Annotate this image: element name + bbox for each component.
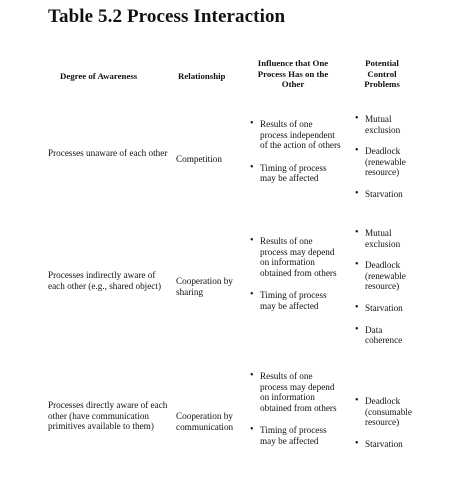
row-1-influence-list: Results of one process independent of th…: [250, 119, 342, 196]
list-item: Starvation: [355, 303, 417, 314]
header-influence: Influence that One Process Has on the Ot…: [257, 58, 329, 90]
header-degree-of-awareness: Degree of Awareness: [60, 71, 138, 81]
row-3-influence-list: Results of one process may depend on inf…: [250, 371, 342, 459]
list-item: Mutual exclusion: [355, 228, 417, 249]
list-item: Timing of process may be affected: [250, 425, 342, 446]
list-item: Timing of process may be affected: [250, 163, 342, 184]
list-item: Deadlock (consumable resource): [355, 396, 417, 428]
list-item: Starvation: [355, 439, 417, 450]
row-3-relationship: Cooperation by communication: [176, 411, 234, 432]
list-item: Timing of process may be affected: [250, 290, 342, 311]
row-1-problems-list: Mutual exclusion Deadlock (renewable res…: [355, 114, 417, 211]
row-3-problems-list: Deadlock (consumable resource) Starvatio…: [355, 396, 417, 460]
list-item: Starvation: [355, 189, 417, 200]
row-2-awareness: Processes indirectly aware of each other…: [48, 270, 161, 291]
list-item: Results of one process may depend on inf…: [250, 371, 342, 413]
list-item: Results of one process independent of th…: [250, 119, 342, 151]
row-2-influence-list: Results of one process may depend on inf…: [250, 236, 342, 324]
list-item: Mutual exclusion: [355, 114, 417, 135]
table-title: Table 5.2 Process Interaction: [48, 6, 286, 27]
header-relationship: Relationship: [178, 71, 226, 81]
row-2-relationship: Cooperation by sharing: [176, 276, 233, 297]
header-potential-control-problems: Potential Control Problems: [364, 58, 400, 90]
list-item: Deadlock (renewable resource): [355, 260, 417, 292]
list-item: Results of one process may depend on inf…: [250, 236, 342, 278]
row-2-problems-list: Mutual exclusion Deadlock (renewable res…: [355, 228, 417, 357]
list-item: Deadlock (renewable resource): [355, 146, 417, 178]
row-1-relationship: Competition: [176, 154, 222, 164]
list-item: Data coherence: [355, 325, 417, 346]
row-1-awareness: Processes unaware of each other: [48, 148, 168, 158]
row-3-awareness: Processes directly aware of each other (…: [48, 400, 168, 432]
